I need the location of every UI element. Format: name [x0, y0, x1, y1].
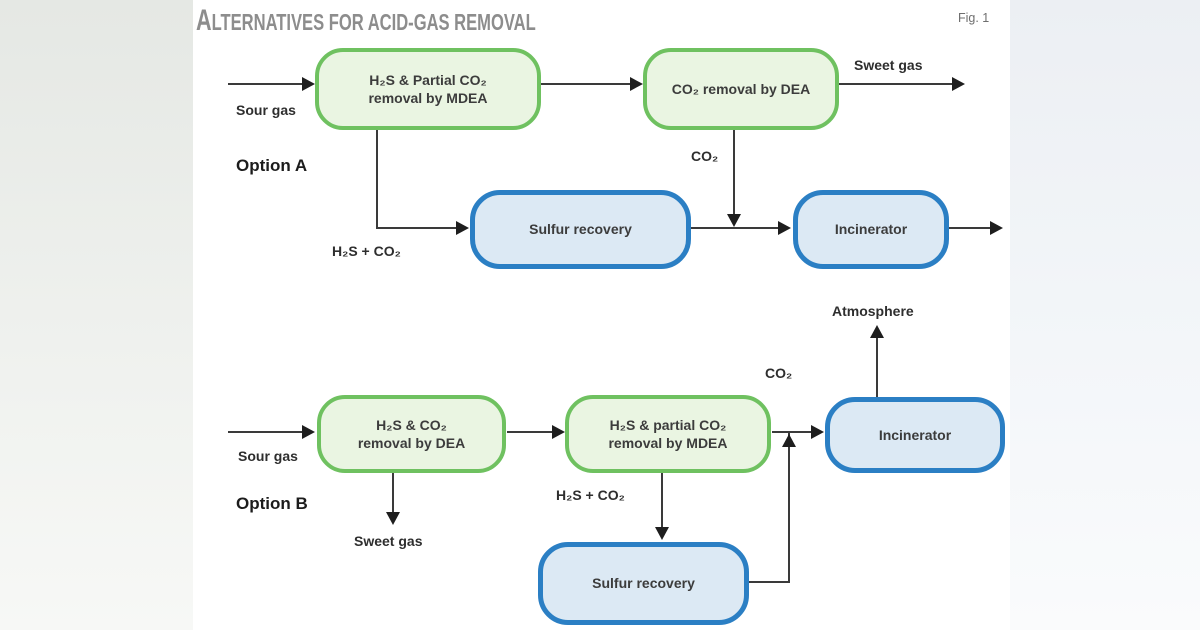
- optionb-dea-box: H₂S & CO₂ removal by DEA: [317, 395, 506, 473]
- optionb-mdea-box: H₂S & partial CO₂ removal by MDEA: [565, 395, 771, 473]
- optionb-acid-down-line: [661, 473, 663, 528]
- optionb-sweetgas-line: [392, 473, 394, 513]
- optiona-incinerator-box: Incinerator: [793, 190, 949, 269]
- optiona-acidstream-label: H₂S + CO₂: [332, 243, 401, 259]
- optionb-atmosphere-arrowhead-icon: [870, 325, 884, 338]
- optionb-sweetgas-label: Sweet gas: [354, 533, 423, 549]
- optionb-co2-label: CO₂: [765, 365, 793, 381]
- optionb-sulfur-box: Sulfur recovery: [538, 542, 749, 625]
- optiona-sourgas-arrowhead-icon: [302, 77, 315, 91]
- optiona-acid-right-line: [376, 227, 457, 229]
- optionb-recycle-up-line: [788, 433, 790, 583]
- background-right: [1010, 0, 1200, 630]
- optiona-sulfur-to-incinerator-arrowhead-icon: [778, 221, 791, 235]
- figure-title: Alternatives for acid-gas removal: [196, 4, 536, 37]
- optiona-co2-arrowhead-icon: [727, 214, 741, 227]
- optiona-sweetgas-label: Sweet gas: [854, 57, 923, 73]
- optiona-sourgas-label: Sour gas: [236, 102, 296, 118]
- background-left: [0, 0, 193, 630]
- optiona-sweetgas-line: [839, 83, 953, 85]
- optionb-recycle-right-line: [749, 581, 790, 583]
- optionb-mdea-to-incinerator-arrowhead-icon: [811, 425, 824, 439]
- optionb-dea-to-mdea-line: [507, 431, 553, 433]
- optiona-dea-box: CO₂ removal by DEA: [643, 48, 839, 130]
- optiona-exit-arrowhead-icon: [990, 221, 1003, 235]
- optionb-incinerator-box: Incinerator: [825, 397, 1005, 473]
- optiona-sulfur-box: Sulfur recovery: [470, 190, 691, 269]
- optiona-acid-down-line: [376, 130, 378, 229]
- optiona-mdea-to-dea-arrowhead-icon: [630, 77, 643, 91]
- optionb-dea-to-mdea-arrowhead-icon: [552, 425, 565, 439]
- optionb-acid-arrowhead-icon: [655, 527, 669, 540]
- optiona-mdea-box: H₂S & Partial CO₂ removal by MDEA: [315, 48, 541, 130]
- option-a-label: Option A: [236, 156, 308, 175]
- optionb-sourgas-line: [228, 431, 303, 433]
- optionb-acidstream-label: H₂S + CO₂: [556, 487, 625, 503]
- optionb-sweetgas-arrowhead-icon: [386, 512, 400, 525]
- optionb-recycle-arrowhead-icon: [782, 434, 796, 447]
- figure-number-label: Fig. 1: [958, 11, 990, 25]
- optiona-co2-down-line: [733, 130, 735, 215]
- optiona-sweetgas-arrowhead-icon: [952, 77, 965, 91]
- optiona-co2-label: CO₂: [691, 148, 719, 164]
- optiona-exit-line: [949, 227, 991, 229]
- optionb-mdea-to-incinerator-line: [772, 431, 813, 433]
- optionb-atmosphere-label: Atmosphere: [832, 303, 914, 319]
- option-b-label: Option B: [236, 494, 308, 513]
- optiona-mdea-to-dea-line: [541, 83, 631, 85]
- optiona-acid-arrowhead-icon: [456, 221, 469, 235]
- optionb-sourgas-label: Sour gas: [238, 448, 298, 464]
- optiona-sourgas-line: [228, 83, 303, 85]
- optiona-sulfur-to-incinerator-line: [691, 227, 779, 229]
- optionb-sourgas-arrowhead-icon: [302, 425, 315, 439]
- optionb-atmosphere-line: [876, 337, 878, 397]
